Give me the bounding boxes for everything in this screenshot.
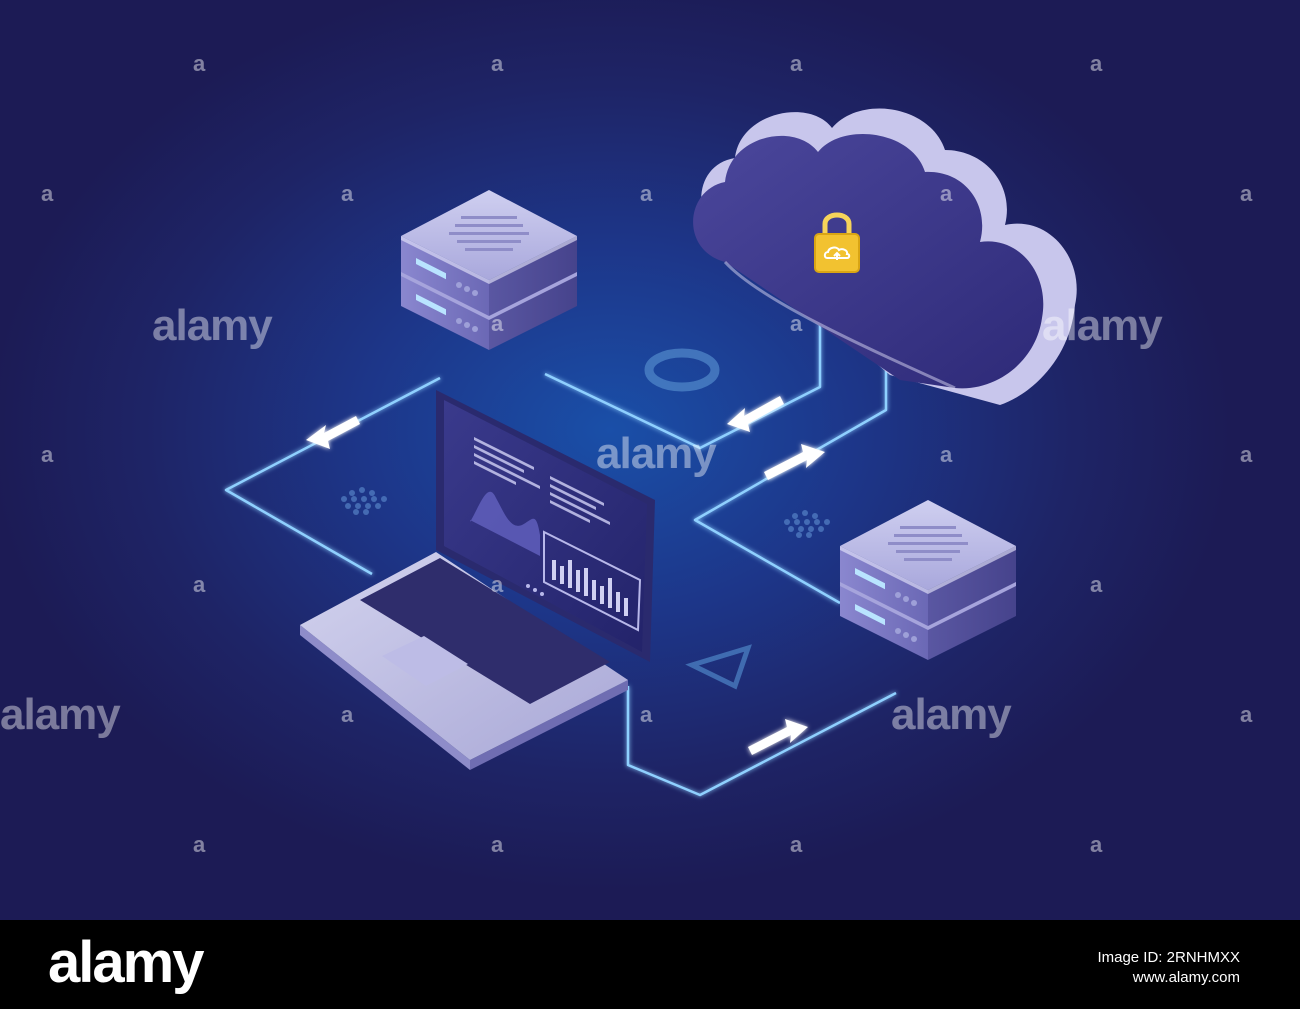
footer-bar: alamy Image ID: 2RNHMXX www.alamy.com <box>0 920 1300 1009</box>
screen-text-lines <box>474 437 610 525</box>
triangle-shape <box>685 644 752 690</box>
footer-logo: alamy <box>48 930 204 995</box>
image-id-label: Image ID: 2RNHMXX <box>1097 949 1240 966</box>
cloud-network-illustration <box>224 108 1077 797</box>
cloud-lock-icon <box>693 108 1077 406</box>
watermark-mark: a <box>1240 181 1253 206</box>
watermark-mark: a <box>491 832 504 857</box>
watermark-mark: a <box>790 832 803 857</box>
arrow-icon <box>748 719 808 755</box>
watermark-mark: a <box>1240 702 1253 727</box>
server-icon <box>840 500 1016 660</box>
watermark-mark: a <box>193 51 206 76</box>
laptop-icon <box>300 390 655 770</box>
watermark-mark: a <box>1090 832 1103 857</box>
watermark-mark: a <box>1090 572 1103 597</box>
watermark: alamy <box>1042 301 1163 350</box>
laptop-screen <box>444 400 647 652</box>
padlock <box>814 212 860 273</box>
laptop-base-front <box>470 680 628 770</box>
laptop-touchpad <box>382 636 468 686</box>
watermark-mark: a <box>491 51 504 76</box>
site-url: www.alamy.com <box>1132 969 1240 986</box>
watermark-mark: a <box>790 51 803 76</box>
dot-grid-right <box>784 510 830 538</box>
arrow-icon <box>727 396 784 432</box>
screen-area-chart <box>470 491 540 556</box>
line-server1-laptop <box>224 376 441 576</box>
footer-image-info: Image ID: 2RNHMXX www.alamy.com <box>1097 948 1240 988</box>
watermark: alamy <box>152 301 273 350</box>
watermark-mark: a <box>491 572 504 597</box>
watermark-mark: a <box>41 442 54 467</box>
cloud-front <box>693 133 1044 389</box>
screen-bars <box>552 560 628 616</box>
arrow-icon <box>306 416 360 449</box>
laptop-keyboard <box>360 558 610 704</box>
watermark-mark: a <box>940 442 953 467</box>
watermark: alamy <box>0 690 121 739</box>
watermark-mark: a <box>790 311 803 336</box>
arrow-icon <box>764 444 825 480</box>
watermark-mark: a <box>193 572 206 597</box>
server-icon <box>401 190 577 350</box>
watermark-mark: a <box>193 832 206 857</box>
laptop-base-side <box>300 625 470 770</box>
watermark-mark: a <box>341 181 354 206</box>
watermark-mark: a <box>1090 51 1103 76</box>
line-laptop-server2 <box>626 686 897 797</box>
screen-bar-panel <box>543 530 642 632</box>
watermark-mark: a <box>341 702 354 727</box>
dot-grid-left <box>341 487 387 515</box>
line-server1-cloud <box>544 300 822 450</box>
circle-shape <box>644 348 720 392</box>
watermark: alamy <box>891 690 1012 739</box>
watermark-mark: a <box>640 702 653 727</box>
watermark: alamy <box>596 429 717 478</box>
illustration: alamy alamy alamy alamy alamy a a a a a … <box>0 0 1300 920</box>
watermark-mark: a <box>940 181 953 206</box>
watermark-mark: a <box>1240 442 1253 467</box>
watermark-mark: a <box>491 311 504 336</box>
watermark-mark: a <box>41 181 54 206</box>
watermark-mark: a <box>640 181 653 206</box>
